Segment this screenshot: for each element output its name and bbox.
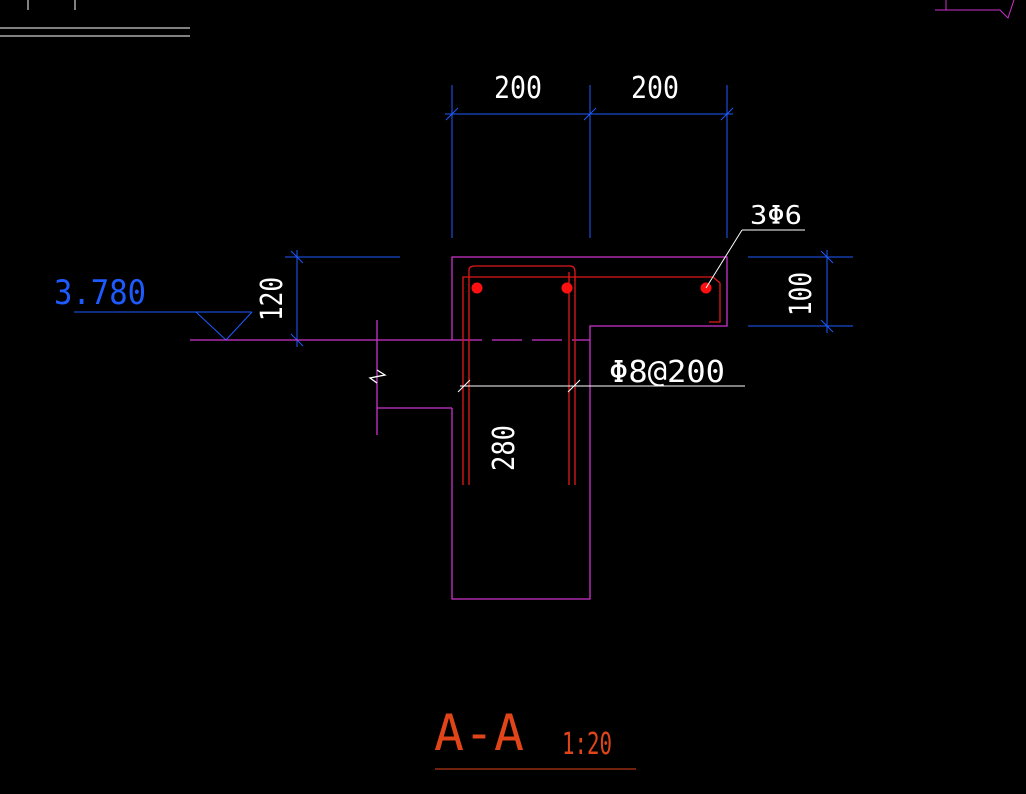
leader-3phi6 — [705, 229, 805, 289]
beam-section-outline — [190, 256, 728, 600]
stirrup-dimension-line — [457, 379, 745, 393]
stirrups — [462, 265, 721, 485]
top-rebars — [471, 282, 712, 294]
right-dimension-lines — [748, 250, 853, 333]
dim-web-280: 280 — [487, 425, 522, 471]
dim-left-120: 120 — [255, 277, 290, 321]
section-scale: 1:20 — [562, 727, 612, 762]
partial-border-lines — [0, 0, 190, 37]
dim-right-100: 100 — [784, 272, 819, 316]
rebar-dot-2 — [561, 282, 573, 294]
dim-top-right-200: 200 — [631, 71, 679, 106]
section-title: A-A — [434, 704, 524, 762]
dim-top-left-200: 200 — [494, 71, 542, 106]
top-dimension-lines — [445, 85, 734, 238]
label-3phi6: 3Φ6 — [750, 201, 802, 231]
label-stirrups: Φ8@200 — [609, 355, 725, 390]
rebar-dot-1 — [471, 282, 483, 294]
elevation-marker — [74, 311, 253, 341]
partial-magenta-lines — [935, 0, 1015, 19]
left-dimension-lines — [285, 250, 400, 347]
elevation-label: 3.780 — [54, 273, 146, 313]
